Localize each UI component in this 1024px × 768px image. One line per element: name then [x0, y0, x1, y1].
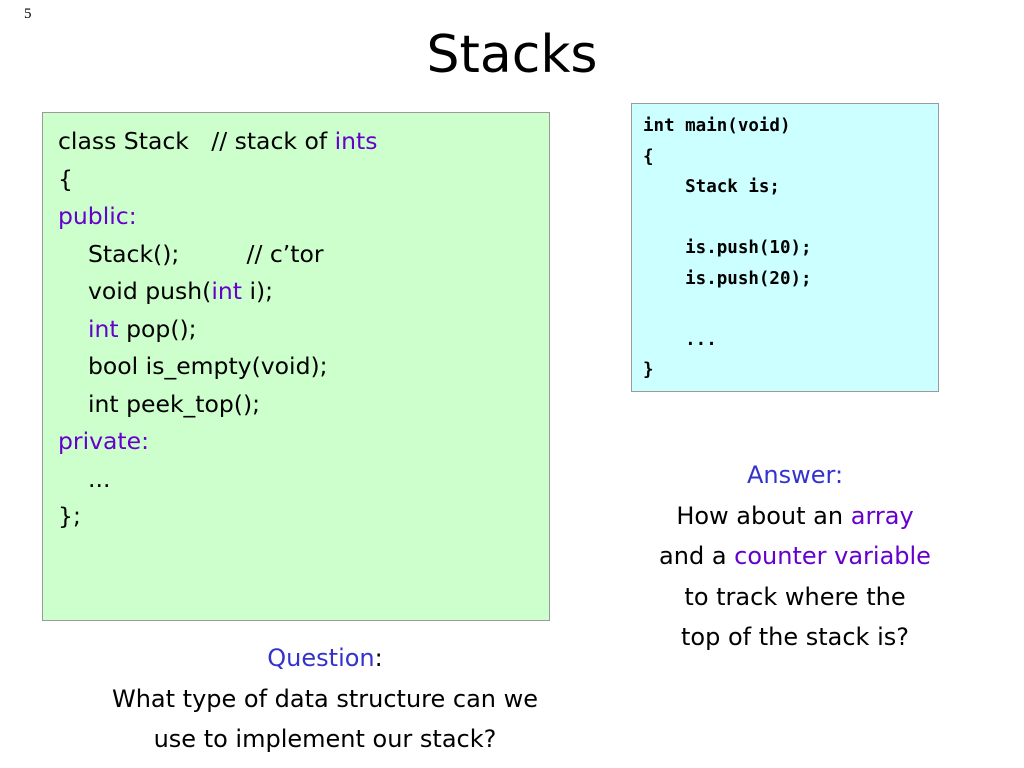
code-line: is.push(10);	[643, 238, 812, 258]
code-line: Stack is;	[643, 177, 780, 197]
keyword-text: ints	[334, 127, 378, 155]
keyword-text: int	[88, 314, 119, 343]
code-text: void push(	[88, 277, 212, 305]
code-text: i);	[241, 277, 274, 305]
code-text: class Stack // stack of	[58, 127, 335, 155]
answer-text: How about an	[676, 501, 851, 530]
class-declaration-box: class Stack // stack of ints { public: S…	[42, 112, 550, 621]
answer-text: and a	[659, 542, 735, 571]
question-colon: :	[374, 644, 383, 672]
answer-line: to track where the	[684, 582, 906, 611]
main-function-box: int main(void) { Stack is; is.push(10); …	[631, 103, 939, 392]
answer-keyword: array	[850, 501, 914, 530]
code-line: bool is_empty(void);	[88, 352, 328, 380]
access-specifier-private: private:	[58, 427, 150, 455]
code-line: int main(void)	[643, 116, 791, 136]
code-line: int peek_top();	[88, 389, 261, 418]
code-line: ...	[643, 329, 717, 350]
answer-line: and a counter variable	[600, 536, 990, 577]
code-line: }	[643, 360, 654, 380]
code-line: is.push(20);	[643, 268, 812, 289]
code-line: };	[58, 502, 81, 530]
code-line	[643, 294, 938, 325]
answer-label: Answer:	[746, 461, 844, 489]
question-line: use to implement our stack?	[153, 725, 497, 753]
slide-number: 5	[24, 6, 32, 22]
answer-keyword: counter variable	[734, 542, 931, 571]
question-label: Question	[267, 644, 375, 672]
question-label-line: Question:	[20, 638, 630, 679]
answer-text-block: Answer: How about an array and a counter…	[600, 455, 990, 658]
keyword-text: int	[211, 277, 242, 305]
answer-line: How about an array	[600, 496, 990, 537]
code-line: {	[643, 146, 654, 167]
question-line: What type of data structure can we	[111, 684, 539, 713]
slide-title: Stacks	[426, 25, 598, 85]
code-line	[643, 203, 938, 234]
code-line: int pop();	[58, 311, 549, 349]
access-specifier-public: public:	[58, 202, 137, 230]
answer-line: top of the stack is?	[681, 623, 909, 652]
code-line: ...	[88, 464, 111, 493]
code-line: {	[58, 164, 73, 193]
code-text: pop();	[118, 314, 197, 343]
question-text-block: Question: What type of data structure ca…	[20, 638, 630, 760]
code-line: void push(int i);	[58, 273, 549, 311]
code-line: Stack(); // c’tor	[88, 239, 324, 268]
code-line: class Stack // stack of ints	[58, 123, 549, 161]
